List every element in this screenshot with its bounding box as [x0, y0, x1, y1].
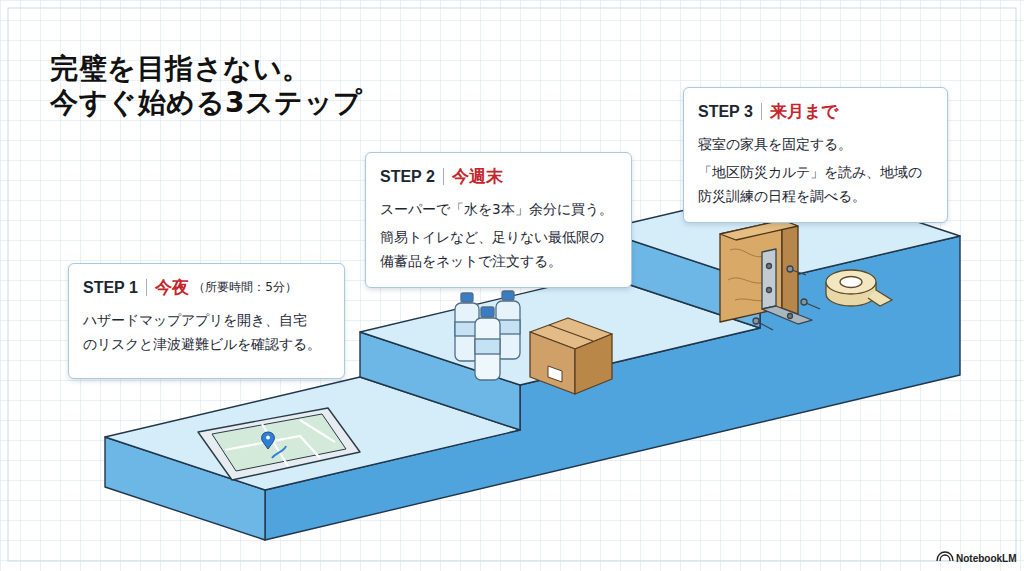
watermark-icon	[940, 555, 950, 561]
map-pin	[262, 432, 275, 449]
screw-head	[801, 299, 807, 305]
wood-side	[782, 220, 798, 314]
step-card: STEP 2 今週末スーパーで「水を3本」余分に買う。簡易トイレなど、足りない最低…	[365, 152, 632, 288]
wood-top	[720, 220, 798, 240]
card-heading: STEP 2 今週末	[380, 165, 617, 188]
step-description: ハザードマップアプリを開き、自宅 のリスクと津波避難ビルを確認する。	[83, 308, 330, 356]
bracket-vertical	[762, 249, 776, 309]
map-road	[262, 424, 288, 466]
timeframe: 来月まで	[770, 100, 838, 123]
tape-roll	[826, 270, 876, 294]
map-pin-dot	[266, 436, 270, 440]
frame	[8, 8, 1016, 561]
step-description: スーパーで「水を3本」余分に買う。	[380, 197, 617, 221]
bracket-hole	[788, 314, 793, 319]
step-card: STEP 3 来月まで寝室の家具を固定する。「地区防災カルテ」を読み、地域の 防災…	[683, 87, 948, 223]
step-number: STEP 1	[83, 279, 138, 297]
box-side	[575, 334, 612, 394]
screw	[792, 270, 806, 275]
screw	[758, 322, 773, 330]
screw-head	[753, 318, 759, 324]
duration-note: （所要時間：5分）	[193, 279, 297, 296]
step-card: STEP 1 今夜（所要時間：5分） ハザードマップアプリを開き、自宅 のリスクと津…	[68, 263, 345, 379]
card-heading: STEP 1 今夜（所要時間：5分）	[83, 276, 330, 299]
tape-hole	[840, 277, 862, 288]
phone-screen	[212, 414, 346, 471]
watermark-icon	[937, 552, 953, 561]
bracket-hole	[767, 264, 772, 269]
screw-head	[787, 266, 793, 272]
bracket-horizontal	[762, 306, 812, 324]
box-tape	[549, 325, 593, 341]
screw	[806, 303, 820, 309]
box-label	[548, 366, 562, 382]
watermark: NotebookLM	[956, 553, 1017, 564]
step-description: 簡易トイレなど、足りない最低限の 備蓄品をネットで注文する。	[380, 225, 617, 273]
water-bottle	[475, 318, 500, 380]
bottle-cap	[481, 307, 494, 317]
timeframe: 今週末	[452, 165, 503, 188]
phone-body	[198, 408, 360, 480]
step-number: STEP 3	[698, 103, 753, 121]
bracket-hole	[767, 288, 772, 293]
map-road	[300, 420, 335, 442]
separator	[443, 168, 445, 185]
card-heading: STEP 3 来月まで	[698, 100, 933, 123]
title: 完璧を目指さない。 今すぐ始める3ステップ	[50, 52, 380, 120]
bottle-label	[475, 339, 500, 354]
timeframe: 今夜	[155, 276, 189, 299]
map-route	[272, 446, 286, 458]
separator	[146, 279, 148, 296]
bottle-cap	[461, 293, 473, 302]
box-front	[530, 332, 575, 394]
step-description: 「地区防災カルテ」を読み、地域の 防災訓練の日程を調べる。	[698, 160, 933, 208]
step-number: STEP 2	[380, 168, 435, 186]
separator	[761, 103, 763, 120]
tape-strip	[868, 290, 892, 306]
bottle-cap	[502, 291, 514, 300]
step-description: 寝室の家具を固定する。	[698, 132, 933, 156]
